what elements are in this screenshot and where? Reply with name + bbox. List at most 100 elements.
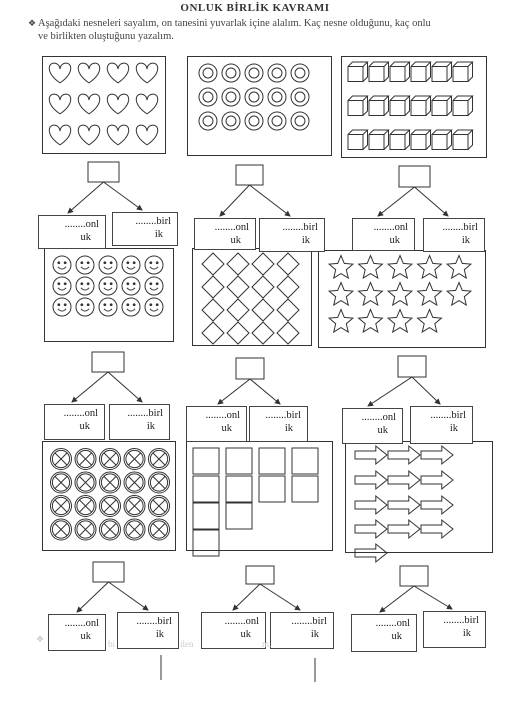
- crossed-circle-icon: [123, 518, 146, 541]
- crossed-circle-icon: [50, 518, 72, 541]
- birlik-answer-box[interactable]: ........birl ik: [259, 218, 325, 252]
- instruction-line-2: ve birlikten oluştuğunu yazalım.: [38, 31, 174, 42]
- total-answer-box[interactable]: [398, 165, 431, 188]
- total-answer-box[interactable]: [235, 357, 265, 380]
- cube-icon: [410, 129, 432, 150]
- split-diagram: [71, 351, 143, 403]
- diamond-bullet-icon: ❖: [28, 18, 37, 28]
- total-answer-box[interactable]: [397, 355, 427, 378]
- cube-icon: [368, 61, 390, 82]
- arrow-right: [259, 583, 301, 611]
- picture-box-cubes: [341, 56, 487, 158]
- star-icon: [386, 308, 414, 334]
- square-icon: [192, 502, 220, 530]
- arrow-icon: [354, 494, 388, 516]
- smiley-icon: [144, 297, 164, 317]
- cube-icon: [452, 129, 474, 150]
- ring-icon: [221, 63, 241, 83]
- picture-box-hearts: [42, 56, 166, 154]
- arrow-left: [219, 184, 250, 217]
- heart-icon: [48, 62, 72, 84]
- ring-icon: [267, 87, 287, 107]
- square-icon: [258, 475, 286, 503]
- crossed-circle-icon: [50, 495, 72, 517]
- bottom-note-fragment: ilen: [180, 639, 194, 649]
- total-answer-box[interactable]: [235, 164, 264, 186]
- split-diagram: [379, 565, 453, 613]
- onluk-answer-box[interactable]: ........onl uk: [38, 215, 106, 249]
- crossed-circle-icon: [148, 495, 170, 517]
- smiley-icon: [75, 255, 95, 275]
- total-answer-box[interactable]: [245, 565, 275, 585]
- instruction-line-1: Aşağıdaki nesneleri sayalım, on tanesini…: [38, 18, 431, 29]
- heart-icon: [106, 124, 130, 146]
- crossed-circle-icon: [74, 495, 97, 517]
- crossed-circle-icon: [50, 471, 72, 494]
- cube-icon: [452, 95, 474, 116]
- star-icon: [416, 308, 443, 334]
- crossed-circle-icon: [99, 518, 121, 541]
- cube-icon: [347, 61, 369, 82]
- total-answer-box[interactable]: [87, 161, 120, 183]
- heart-icon: [77, 93, 101, 115]
- birlik-answer-box[interactable]: ........birl ik: [410, 406, 473, 444]
- diamond-icon: [251, 252, 275, 276]
- picture-box-rings: [187, 56, 332, 156]
- diamond-icon: [226, 298, 250, 322]
- onluk-answer-box[interactable]: ........onl uk: [351, 614, 417, 652]
- arrow-icon: [420, 469, 454, 491]
- smiley-icon: [98, 255, 118, 275]
- crossed-circle-icon: [74, 471, 97, 494]
- diamond-icon: [201, 321, 225, 345]
- onluk-answer-box[interactable]: ........onl uk: [201, 612, 266, 649]
- cube-icon: [452, 61, 474, 82]
- onluk-answer-box[interactable]: ........onl uk: [194, 218, 256, 250]
- birlik-answer-box[interactable]: ........birl ik: [249, 406, 308, 442]
- arrow-icon: [387, 518, 421, 540]
- smiley-icon: [75, 297, 95, 317]
- onluk-answer-box[interactable]: ........onl uk: [186, 406, 247, 442]
- page-title: ONLUK BİRLİK KAVRAMI: [180, 2, 330, 14]
- square-icon: [225, 502, 253, 530]
- star-icon: [416, 281, 443, 307]
- total-answer-box[interactable]: [91, 351, 125, 373]
- onluk-answer-box[interactable]: ........onl uk: [48, 614, 106, 651]
- onluk-answer-box[interactable]: ........onl uk: [44, 404, 105, 440]
- total-answer-box[interactable]: [92, 561, 125, 583]
- ring-icon: [267, 111, 287, 131]
- total-answer-box[interactable]: [399, 565, 429, 587]
- arrow-left: [232, 583, 261, 611]
- split-diagram: [67, 161, 143, 214]
- star-icon: [357, 281, 384, 307]
- onluk-answer-box[interactable]: ........onl uk: [342, 408, 403, 444]
- arrow-right: [249, 184, 291, 217]
- star-icon: [357, 308, 384, 334]
- star-icon: [327, 254, 355, 280]
- onluk-answer-box[interactable]: ........onl uk: [352, 218, 415, 251]
- diamond-icon: [276, 321, 300, 345]
- birlik-answer-box[interactable]: ........birl ik: [423, 218, 485, 252]
- arrow-icon: [354, 469, 388, 491]
- arrow-right: [411, 376, 441, 405]
- birlik-answer-box[interactable]: ........birl ik: [423, 611, 486, 648]
- star-icon: [416, 254, 443, 280]
- star-icon: [386, 254, 414, 280]
- diamond-icon: [201, 275, 225, 299]
- birlik-answer-box[interactable]: ........birl ik: [117, 612, 179, 649]
- square-icon: [291, 447, 319, 475]
- crossed-circle-icon: [123, 495, 146, 517]
- arrow-icon: [387, 494, 421, 516]
- arrow-icon: [420, 444, 454, 466]
- birlik-answer-box[interactable]: ........birl ik: [270, 612, 334, 649]
- birlik-answer-box[interactable]: ........birl ik: [112, 212, 178, 246]
- arrow-right: [249, 378, 281, 405]
- cube-icon: [347, 95, 369, 116]
- arrow-icon: [420, 494, 454, 516]
- birlik-answer-box[interactable]: ........birl ik: [109, 404, 170, 440]
- star-icon: [386, 281, 414, 307]
- crossed-circle-icon: [74, 518, 97, 541]
- square-icon: [225, 447, 253, 475]
- split-diagram: [232, 565, 301, 611]
- diamond-icon: [251, 298, 275, 322]
